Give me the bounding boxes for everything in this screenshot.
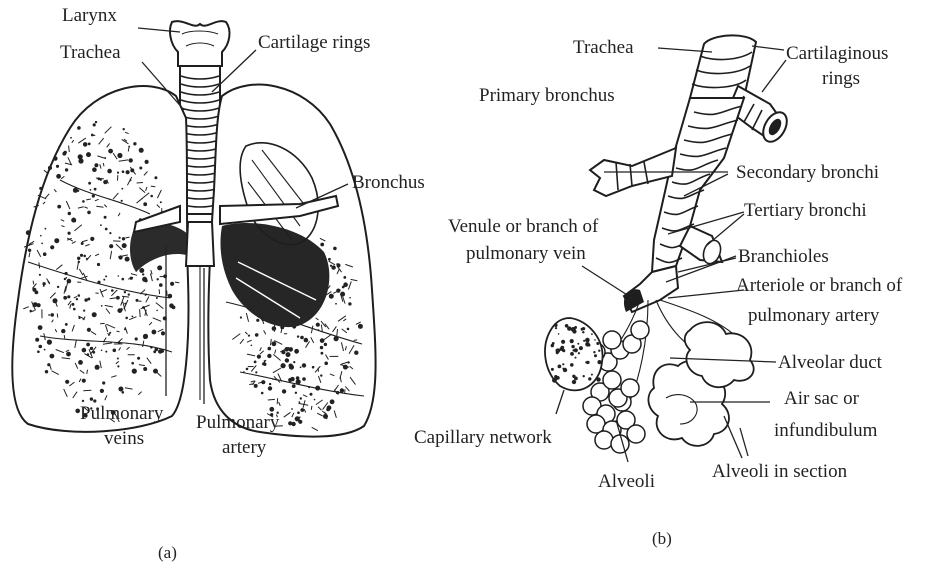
label-arteriole-line2: pulmonary artery [748, 305, 880, 326]
label-venule-line2: pulmonary vein [466, 243, 586, 264]
label-tertiary-bronchi: Tertiary bronchi [744, 200, 867, 221]
panel-a-lungs-diagram: Larynx Trachea Cartilage rings Bronchus … [12, 5, 425, 562]
label-bronchus: Bronchus [352, 172, 425, 193]
tertiary-bronchus-drawing [680, 226, 724, 266]
label-cartilaginous-rings-line2: rings [822, 68, 860, 89]
bronchiole-drawing [624, 266, 678, 312]
label-larynx: Larynx [62, 5, 117, 26]
capillary-network-drawing [545, 318, 603, 390]
label-pulmonary-veins-line2: veins [104, 428, 144, 449]
label-air-sac-line1: Air sac or [784, 388, 860, 409]
panel-b-bronchial-tree-diagram: Trachea Cartilaginous rings Primary bron… [414, 35, 903, 548]
label-secondary-bronchi: Secondary bronchi [736, 162, 879, 183]
trachea-segment-drawing [690, 35, 756, 98]
label-alveoli: Alveoli [598, 471, 655, 492]
label-cartilaginous-rings-line1: Cartilaginous [786, 43, 888, 64]
label-branchioles: Branchioles [738, 246, 829, 267]
label-pulmonary-artery-line2: artery [222, 437, 267, 458]
label-trachea-a: Trachea [60, 42, 121, 63]
label-arteriole-line1: Arteriole or branch of [736, 275, 903, 296]
alveolar-cluster-drawing [545, 300, 754, 453]
label-air-sac-line2: infundibulum [774, 420, 878, 441]
label-trachea-b: Trachea [573, 37, 634, 58]
label-pulmonary-veins-line1: Pulmonary [80, 403, 164, 424]
label-primary-bronchus: Primary bronchus [479, 85, 615, 106]
label-pulmonary-artery-line1: Pulmonary [196, 412, 280, 433]
label-alveolar-duct: Alveolar duct [778, 352, 883, 373]
larynx-drawing [170, 21, 229, 66]
label-cartilage-rings: Cartilage rings [258, 32, 370, 53]
label-capillary-network: Capillary network [414, 427, 552, 448]
label-alveoli-in-section: Alveoli in section [712, 461, 848, 482]
caption-panel-b: (b) [652, 529, 672, 548]
label-venule-line1: Venule or branch of [448, 216, 599, 237]
right-lung-drawing [12, 86, 188, 432]
caption-panel-a: (a) [158, 543, 177, 562]
